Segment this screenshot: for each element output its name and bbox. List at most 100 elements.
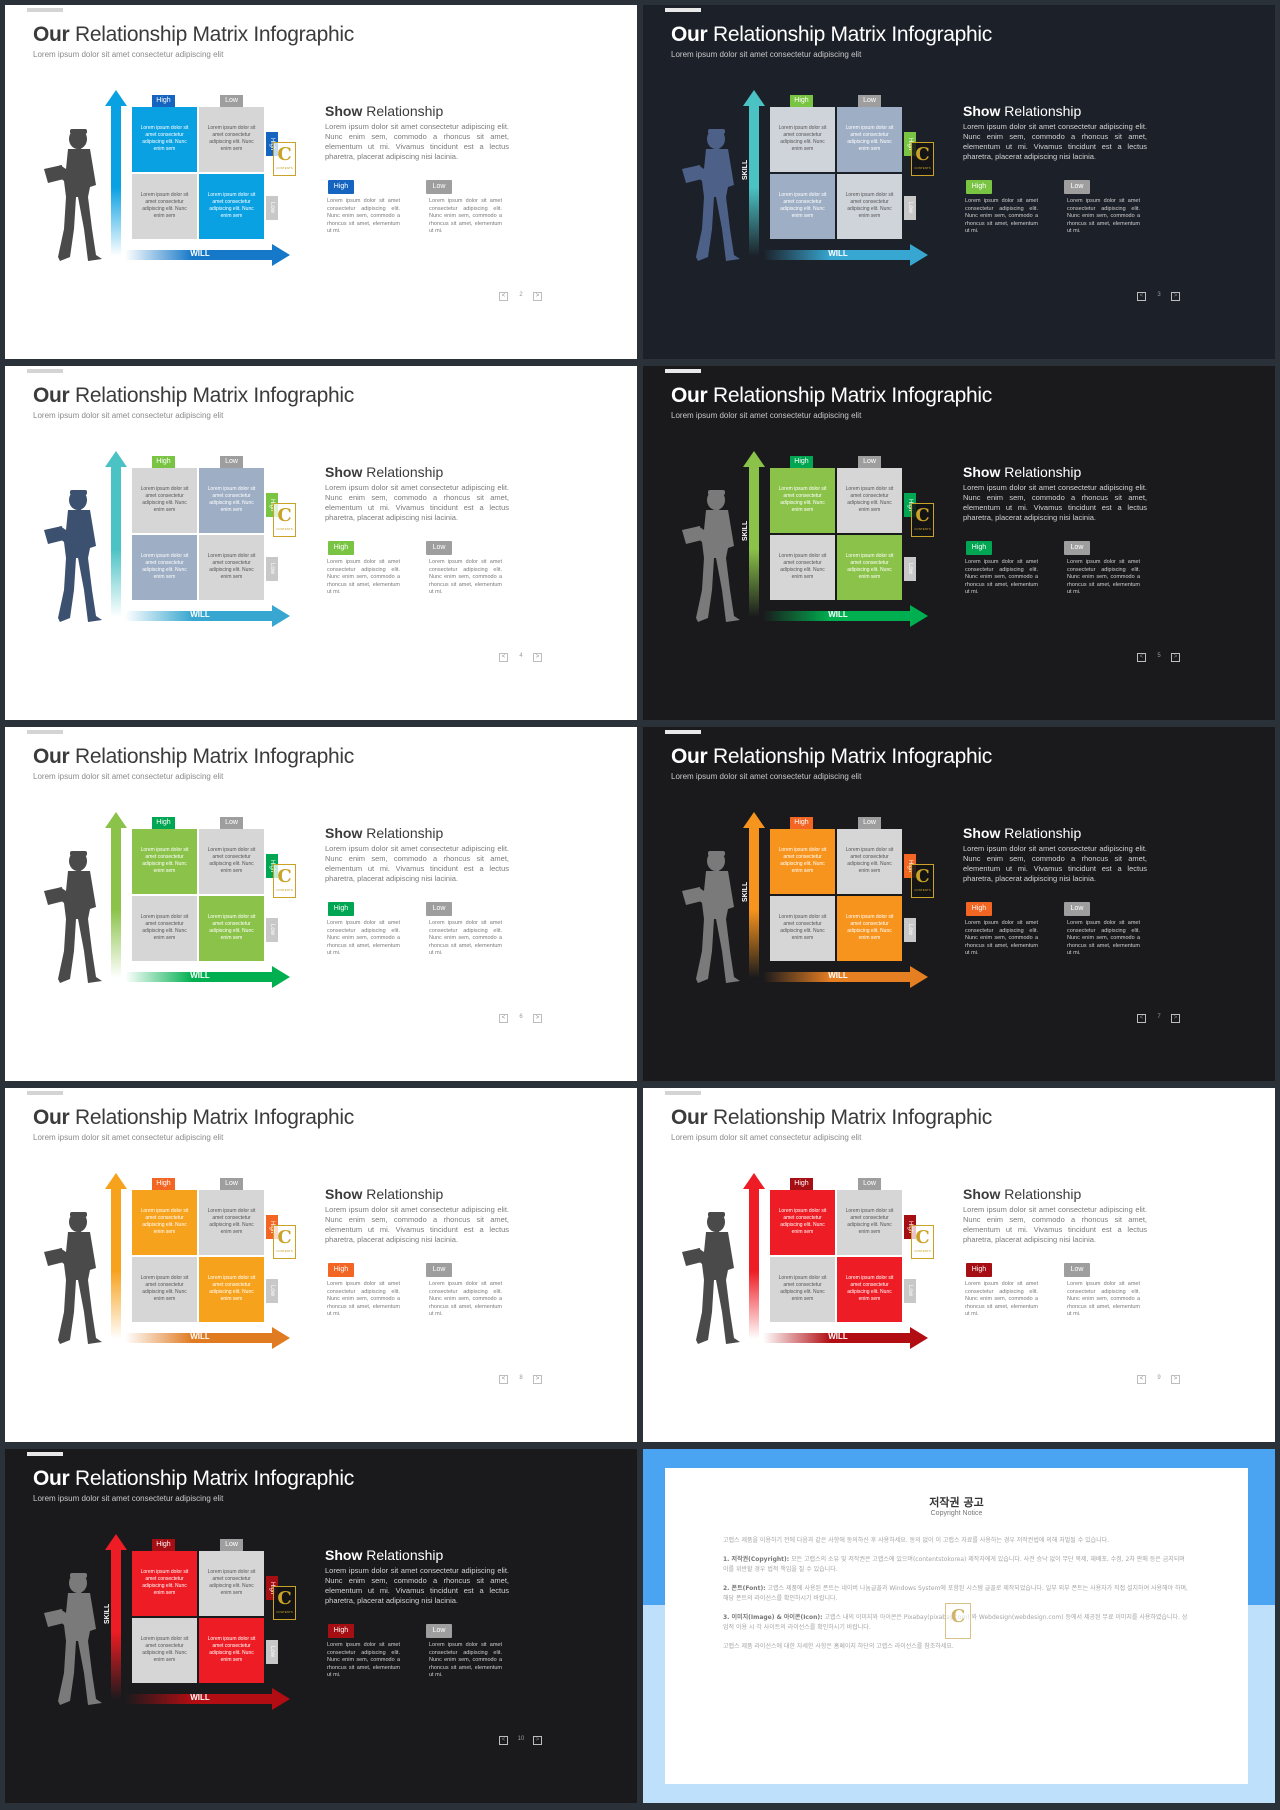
worker-silhouette-icon: [44, 490, 102, 622]
prev-slide-button[interactable]: <: [1137, 653, 1146, 662]
matrix-low-tag: Low: [220, 1178, 243, 1190]
matrix-side-low-tag: Low: [904, 1279, 916, 1303]
slide-4[interactable]: Our Relationship Matrix Infographic Lore…: [5, 366, 637, 720]
legend-low-text: Lorem ipsum dolor sit amet consectetur a…: [1067, 1281, 1140, 1318]
worker-silhouette-icon: [682, 851, 740, 983]
matrix-low-tag: Low: [858, 456, 881, 468]
matrix-high-tag: High: [152, 456, 175, 468]
next-slide-button[interactable]: >: [1171, 292, 1180, 301]
show-relationship-paragraph: Lorem ipsum dolor sit amet consectetur a…: [963, 122, 1147, 161]
next-slide-button[interactable]: >: [533, 1736, 542, 1745]
page-number: 7: [1157, 1014, 1161, 1020]
matrix-high-tag: High: [152, 1539, 175, 1551]
legend-high-tag: High: [328, 180, 354, 194]
skill-axis-arrow: [743, 451, 765, 617]
slide-2[interactable]: Our Relationship Matrix Infographic Lore…: [5, 5, 637, 359]
slide-10[interactable]: Our Relationship Matrix Infographic Lore…: [5, 1449, 637, 1803]
slide-top-accent-bar: [665, 8, 701, 12]
notice-title: 저작권 공고: [929, 1496, 984, 1509]
prev-slide-button[interactable]: <: [1137, 292, 1146, 301]
slide-subtitle: Lorem ipsum dolor sit amet consectetur a…: [671, 772, 862, 781]
slide-8[interactable]: Our Relationship Matrix Infographic Lore…: [5, 1088, 637, 1442]
matrix-cell-top-left: Lorem ipsum dolor sit amet consectetur a…: [132, 1190, 197, 1255]
show-relationship-heading: Show Relationship: [325, 825, 444, 841]
matrix-cell-bottom-right: Lorem ipsum dolor sit amet consectetur a…: [199, 1618, 264, 1683]
slide-3[interactable]: Our Relationship Matrix Infographic Lore…: [643, 5, 1275, 359]
worker-silhouette-icon: [44, 129, 102, 261]
slide-7[interactable]: Our Relationship Matrix Infographic Lore…: [643, 727, 1275, 1081]
matrix-low-tag: Low: [220, 1539, 243, 1551]
will-axis-arrow: [125, 1688, 290, 1710]
legend-high-text: Lorem ipsum dolor sit amet consectetur a…: [965, 1281, 1038, 1318]
prev-slide-button[interactable]: <: [1137, 1014, 1146, 1023]
show-relationship-paragraph: Lorem ipsum dolor sit amet consectetur a…: [325, 844, 509, 883]
prev-slide-button[interactable]: <: [499, 1014, 508, 1023]
slide-title: Our Relationship Matrix Infographic: [33, 23, 354, 46]
matrix-high-tag: High: [790, 1178, 813, 1190]
next-slide-button[interactable]: >: [533, 1014, 542, 1023]
contents-watermark-logo: C CONTENTS: [911, 503, 934, 537]
slide-9[interactable]: Our Relationship Matrix Infographic Lore…: [643, 1088, 1275, 1442]
will-axis-arrow: [763, 605, 928, 627]
worker-silhouette-icon: [682, 129, 740, 261]
legend-low-text: Lorem ipsum dolor sit amet consectetur a…: [429, 198, 502, 235]
legend-low-text: Lorem ipsum dolor sit amet consectetur a…: [429, 1281, 502, 1318]
notice-item: 1. 저작권(Copyright): 모든 고랩스의 소유 및 저작권은 고랩스…: [723, 1556, 1185, 1573]
prev-slide-button[interactable]: <: [1137, 1375, 1146, 1384]
next-slide-button[interactable]: >: [1171, 653, 1180, 662]
matrix-cell-top-right: Lorem ipsum dolor sit amet consectetur a…: [837, 107, 902, 172]
legend-high-tag: High: [966, 541, 992, 555]
copyright-notice-slide[interactable]: 저작권 공고 Copyright Notice 고랩스 제품을 이용하기 전에 …: [643, 1449, 1275, 1803]
slide-5[interactable]: Our Relationship Matrix Infographic Lore…: [643, 366, 1275, 720]
show-relationship-paragraph: Lorem ipsum dolor sit amet consectetur a…: [325, 122, 509, 161]
skill-axis-label: SKILL: [104, 159, 111, 181]
contents-watermark-logo: C CONTENTS: [273, 142, 296, 176]
matrix-side-low-tag: Low: [266, 918, 278, 942]
page-number: 8: [519, 1375, 523, 1381]
matrix-cell-bottom-right: Lorem ipsum dolor sit amet consectetur a…: [199, 535, 264, 600]
matrix-side-low-tag: Low: [904, 557, 916, 581]
matrix-cell-top-left: Lorem ipsum dolor sit amet consectetur a…: [132, 829, 197, 894]
legend-high-tag: High: [328, 1624, 354, 1638]
legend-high-tag: High: [328, 902, 354, 916]
legend-low-text: Lorem ipsum dolor sit amet consectetur a…: [429, 559, 502, 596]
contents-watermark-logo: C CONTENTS: [911, 142, 934, 176]
prev-slide-button[interactable]: <: [499, 653, 508, 662]
matrix-high-tag: High: [152, 1178, 175, 1190]
matrix-low-tag: Low: [858, 817, 881, 829]
matrix-high-tag: High: [790, 817, 813, 829]
next-slide-button[interactable]: >: [533, 653, 542, 662]
skill-axis-label: SKILL: [742, 881, 749, 903]
show-relationship-heading: Show Relationship: [325, 464, 444, 480]
matrix-side-low-tag: Low: [904, 196, 916, 220]
prev-slide-button[interactable]: <: [499, 1375, 508, 1384]
slide-top-accent-bar: [27, 1452, 63, 1456]
prev-slide-button[interactable]: <: [499, 1736, 508, 1745]
slide-6[interactable]: Our Relationship Matrix Infographic Lore…: [5, 727, 637, 1081]
slide-title: Our Relationship Matrix Infographic: [671, 384, 992, 407]
prev-slide-button[interactable]: <: [499, 292, 508, 301]
legend-low-text: Lorem ipsum dolor sit amet consectetur a…: [429, 1642, 502, 1679]
matrix-cell-bottom-left: Lorem ipsum dolor sit amet consectetur a…: [132, 535, 197, 600]
next-slide-button[interactable]: >: [1171, 1014, 1180, 1023]
legend-high-text: Lorem ipsum dolor sit amet consectetur a…: [327, 1281, 400, 1318]
legend-high-text: Lorem ipsum dolor sit amet consectetur a…: [965, 559, 1038, 596]
legend-low-text: Lorem ipsum dolor sit amet consectetur a…: [429, 920, 502, 957]
matrix-cell-bottom-left: Lorem ipsum dolor sit amet consectetur a…: [132, 1618, 197, 1683]
matrix-side-low-tag: Low: [266, 1279, 278, 1303]
legend-high-text: Lorem ipsum dolor sit amet consectetur a…: [965, 198, 1038, 235]
matrix-high-tag: High: [152, 95, 175, 107]
next-slide-button[interactable]: >: [533, 292, 542, 301]
legend-high-text: Lorem ipsum dolor sit amet consectetur a…: [327, 920, 400, 957]
show-relationship-heading: Show Relationship: [325, 1186, 444, 1202]
will-axis-label: WILL: [828, 610, 848, 619]
legend-low-tag: Low: [1064, 180, 1090, 194]
matrix-cell-top-right: Lorem ipsum dolor sit amet consectetur a…: [837, 829, 902, 894]
will-axis-label: WILL: [190, 971, 210, 980]
next-slide-button[interactable]: >: [533, 1375, 542, 1384]
will-axis-label: WILL: [828, 971, 848, 980]
matrix-cell-bottom-right: Lorem ipsum dolor sit amet consectetur a…: [837, 1257, 902, 1322]
contents-watermark-logo: C CONTENTS: [273, 1225, 296, 1259]
next-slide-button[interactable]: >: [1171, 1375, 1180, 1384]
matrix-cell-bottom-left: Lorem ipsum dolor sit amet consectetur a…: [132, 1257, 197, 1322]
